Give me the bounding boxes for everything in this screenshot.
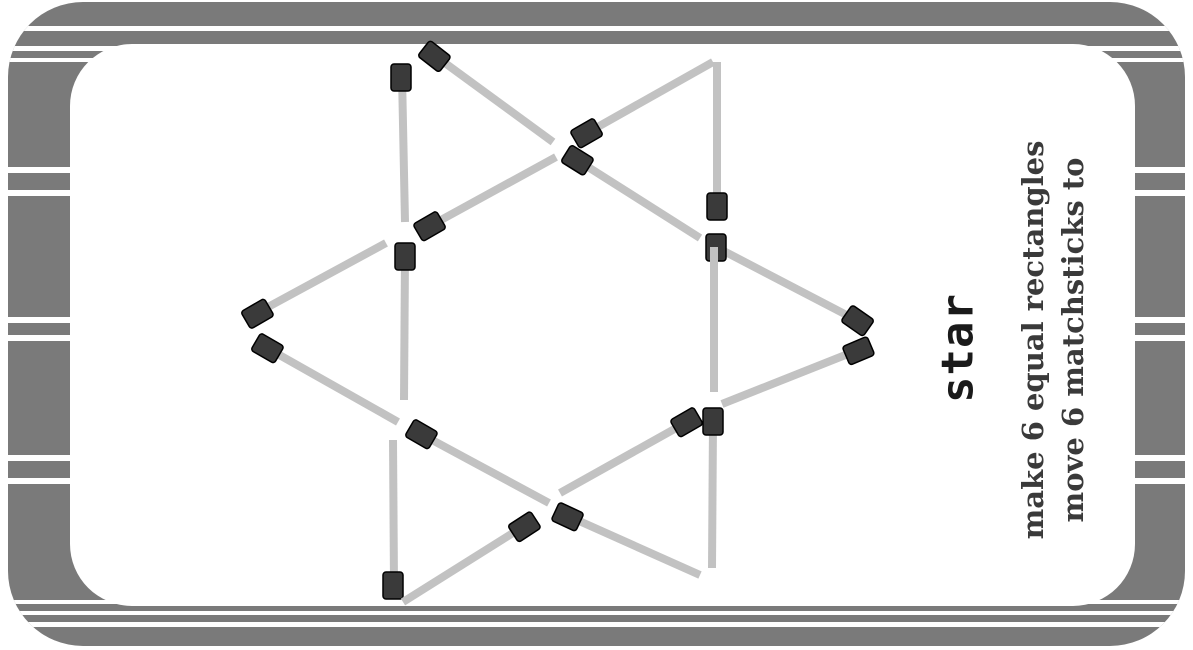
- puzzle-instructions: make 6 equal rectangles move 6 matchstic…: [1013, 141, 1093, 540]
- puzzle-title: star: [933, 293, 984, 403]
- instruction-line-2: move 6 matchsticks to: [1053, 141, 1093, 540]
- instruction-line-1: make 6 equal rectangles: [1013, 141, 1053, 540]
